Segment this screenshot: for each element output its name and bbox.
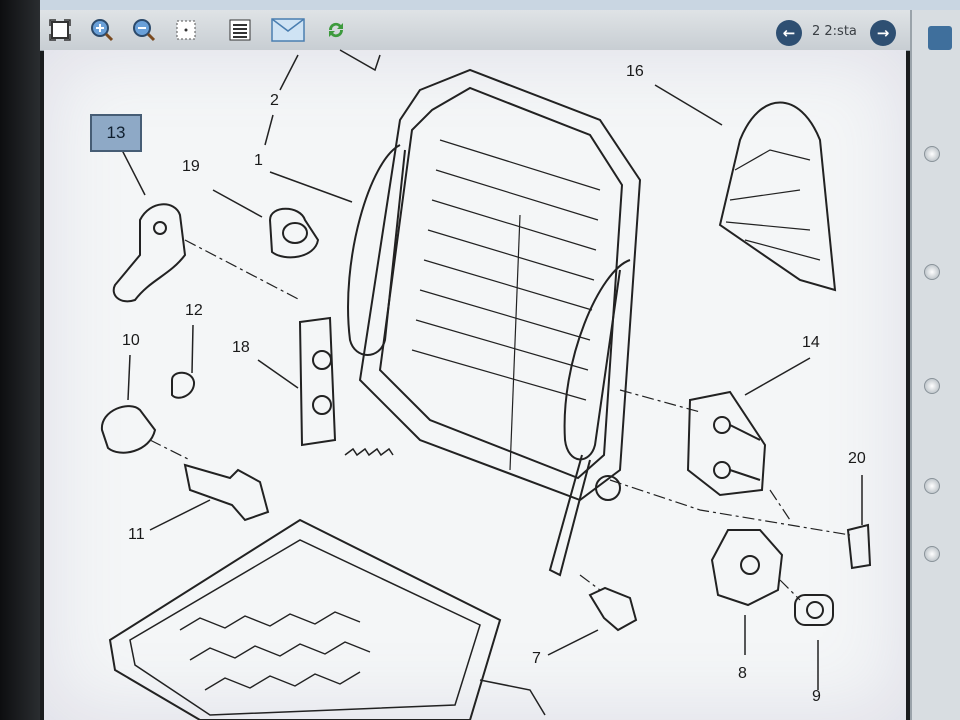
part-12-clip (171, 371, 196, 399)
part-8-handwheel (710, 529, 784, 607)
zoom-out-button[interactable] (130, 16, 158, 44)
fit-page-button[interactable] (46, 16, 74, 44)
callout-9[interactable]: 9 (812, 688, 821, 705)
callout-13-highlighted[interactable]: 13 (90, 114, 142, 152)
refresh-icon (328, 22, 344, 38)
fit-page-icon (49, 19, 71, 41)
right-side-panel (910, 10, 960, 720)
panel-radio-2[interactable] (924, 264, 940, 280)
seat-back-frame (358, 68, 642, 502)
part-11-shaft (183, 463, 270, 522)
callout-7[interactable]: 7 (532, 650, 541, 667)
callout-1[interactable]: 1 (254, 152, 263, 169)
print-icon[interactable] (928, 26, 952, 50)
zoom-out-icon (133, 19, 156, 42)
refresh-button[interactable] (322, 16, 350, 44)
callout-19[interactable]: 19 (182, 158, 200, 175)
monitor-bezel-left (0, 0, 40, 720)
part-20-nut (846, 523, 872, 570)
list-icon (229, 19, 251, 41)
callout-11[interactable]: 11 (128, 526, 145, 543)
callout-16[interactable]: 16 (626, 63, 644, 80)
arrow-left-icon: ← (782, 24, 796, 42)
callout-14[interactable]: 14 (802, 334, 820, 351)
part-7-bolt (588, 586, 638, 632)
previous-page-button[interactable]: ← (776, 20, 802, 46)
arrow-right-icon: → (876, 24, 890, 42)
callout-20[interactable]: 20 (848, 450, 866, 467)
select-area-button[interactable] (172, 16, 200, 44)
list-button[interactable] (226, 16, 254, 44)
callout-12[interactable]: 12 (185, 302, 203, 319)
viewer-toolbar: ← 2 2:sta → (40, 10, 910, 51)
callout-2[interactable]: 2 (270, 92, 279, 109)
panel-radio-3[interactable] (924, 378, 940, 394)
mail-icon (271, 18, 305, 42)
part-9-cap (794, 594, 834, 626)
part-13-lever (112, 203, 187, 303)
panel-radio-1[interactable] (924, 146, 940, 162)
part-19-knob (268, 207, 320, 259)
part-18-bracket (298, 316, 337, 447)
part-10-bush (100, 405, 157, 454)
callout-8[interactable]: 8 (738, 665, 747, 682)
mail-button[interactable] (270, 16, 306, 44)
callout-10[interactable]: 10 (122, 332, 140, 349)
seat-cushion-frame (108, 518, 502, 720)
panel-radio-4[interactable] (924, 478, 940, 494)
select-area-icon (176, 20, 196, 40)
panel-radio-5[interactable] (924, 546, 940, 562)
part-14-mechanism (686, 390, 767, 497)
seat-back-cover (718, 101, 837, 292)
next-page-button[interactable]: → (870, 20, 896, 46)
zoom-in-icon (91, 19, 114, 42)
page-indicator: 2 2:sta (812, 24, 857, 39)
callout-18[interactable]: 18 (232, 339, 250, 356)
window-title-strip (40, 0, 960, 10)
zoom-in-button[interactable] (88, 16, 116, 44)
